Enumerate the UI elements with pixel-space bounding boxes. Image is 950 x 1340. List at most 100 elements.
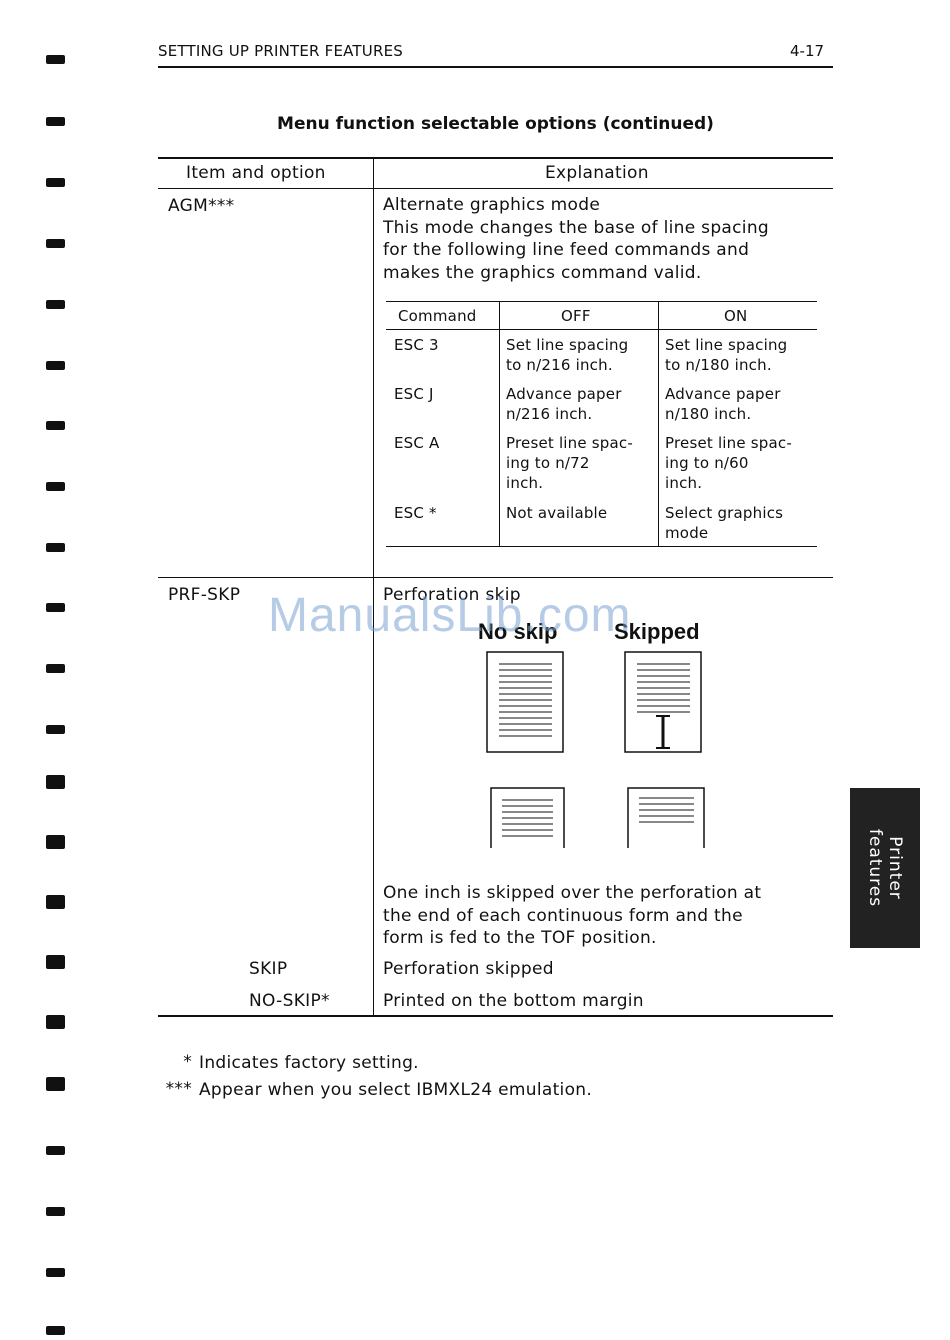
row-divider <box>158 577 833 578</box>
command-cell: ESC 3 <box>394 336 439 354</box>
on-line: Advance paper <box>665 385 781 403</box>
footnote-marker: *** <box>165 1079 192 1099</box>
off-line: inch. <box>506 474 544 492</box>
prf-description: One inch is skipped over the perforation… <box>383 882 761 950</box>
table-title: Menu function selectable options (contin… <box>277 114 714 134</box>
running-header-title: SETTING UP PRINTER FEATURES <box>158 42 403 60</box>
form-skipped-upper <box>624 651 702 753</box>
table-header-rule <box>158 188 833 189</box>
off-line: to n/216 inch. <box>506 356 613 374</box>
prf-description-line: One inch is skipped over the perforation… <box>383 883 762 903</box>
binder-mark <box>46 955 65 969</box>
agm-line: This mode changes the base of line spaci… <box>383 217 769 238</box>
form-skipped-lower <box>627 787 705 848</box>
prf-description-line: the end of each continuous form and the <box>383 905 743 926</box>
form-no-skip-lower <box>490 787 565 848</box>
subtable-header-command: Command <box>398 307 477 325</box>
footnote-marker: * <box>183 1052 192 1072</box>
on-line: Set line spacing <box>665 336 788 354</box>
subtable-header-rule <box>386 329 817 330</box>
off-line: Preset line spac- <box>506 434 633 452</box>
off-cell: Preset line spac- ing to n/72 inch. <box>506 433 633 493</box>
binder-mark <box>46 1326 65 1335</box>
item-prf-skp: PRF-SKP <box>168 585 241 605</box>
command-cell: ESC A <box>394 434 440 452</box>
on-line: to n/180 inch. <box>665 356 772 374</box>
on-cell: Set line spacing to n/180 inch. <box>665 335 787 375</box>
footnote-text: Indicates factory setting. <box>199 1053 419 1073</box>
subtable-header-on: ON <box>724 307 748 325</box>
binder-mark <box>46 1077 65 1091</box>
binder-mark <box>46 55 65 64</box>
off-line: Set line spacing <box>506 336 629 354</box>
off-line: Advance paper <box>506 385 622 403</box>
off-line: n/216 inch. <box>506 405 593 423</box>
form-no-skip-upper <box>486 651 564 753</box>
off-line: Not available <box>506 504 608 522</box>
binder-mark <box>46 895 65 909</box>
subtable-divider <box>658 301 659 546</box>
on-line: Select graphics <box>665 504 784 522</box>
column-header-item: Item and option <box>186 163 326 183</box>
item-agm: AGM*** <box>168 196 235 216</box>
command-cell: ESC J <box>394 385 434 403</box>
subtable-bottom-rule <box>386 546 817 547</box>
on-line: Preset line spac- <box>665 434 792 452</box>
watermark: ManualsLib.com <box>268 589 632 642</box>
header-rule <box>158 66 833 68</box>
binder-mark <box>46 421 65 430</box>
binder-mark <box>46 725 65 734</box>
option-skip-label: SKIP <box>249 959 288 979</box>
off-cell: Set line spacing to n/216 inch. <box>506 335 628 375</box>
prf-description-line: form is fed to the TOF position. <box>383 928 657 948</box>
on-line: ing to n/60 <box>665 454 749 472</box>
binder-mark <box>46 1015 65 1029</box>
binder-mark <box>46 775 65 789</box>
section-tab-label: Printer features <box>865 829 905 907</box>
on-cell: Advance paper n/180 inch. <box>665 384 781 424</box>
binder-mark <box>46 300 65 309</box>
table-bottom-rule <box>158 1015 833 1017</box>
binder-mark <box>46 603 65 612</box>
binder-mark <box>46 239 65 248</box>
subtable-divider <box>499 301 500 546</box>
agm-line: makes the graphics command valid. <box>383 262 702 283</box>
binder-mark <box>46 482 65 491</box>
column-header-explanation: Explanation <box>545 163 649 183</box>
off-cell: Not available <box>506 503 607 523</box>
binder-mark <box>46 543 65 552</box>
off-line: ing to n/72 <box>506 454 590 472</box>
diagram-label-skipped: Skipped <box>614 619 700 644</box>
column-divider <box>373 157 374 1017</box>
footnote-text: Appear when you select IBMXL24 emulation… <box>199 1080 593 1100</box>
agm-line: Alternate graphics mode <box>383 195 601 215</box>
binder-mark <box>46 835 65 849</box>
section-thumb-tab: Printer features <box>850 788 920 948</box>
option-no-skip-text: Printed on the bottom margin <box>383 991 644 1011</box>
binder-mark <box>46 664 65 673</box>
section-tab-line: features <box>865 828 885 908</box>
binder-mark <box>46 1146 65 1155</box>
agm-explanation: Alternate graphics mode This mode change… <box>383 194 769 284</box>
binder-mark <box>46 178 65 187</box>
diagram-label-no-skip: No skip <box>478 619 558 644</box>
on-line: mode <box>665 524 709 542</box>
binder-mark <box>46 1268 65 1277</box>
on-line: n/180 inch. <box>665 405 752 423</box>
binder-mark <box>46 117 65 126</box>
command-cell: ESC * <box>394 504 437 522</box>
subtable-header-off: OFF <box>561 307 591 325</box>
option-no-skip-label: NO-SKIP* <box>249 991 330 1011</box>
binder-mark <box>46 1207 65 1216</box>
on-cell: Select graphics mode <box>665 503 783 543</box>
off-cell: Advance paper n/216 inch. <box>506 384 622 424</box>
perforation-diagram <box>486 651 705 848</box>
option-skip-text: Perforation skipped <box>383 959 554 979</box>
subtable-top-rule <box>386 301 817 302</box>
section-tab-line: Printer <box>885 836 905 900</box>
prf-title: Perforation skip <box>383 585 521 605</box>
agm-line: for the following line feed commands and <box>383 240 750 260</box>
binder-mark <box>46 361 65 370</box>
on-cell: Preset line spac- ing to n/60 inch. <box>665 433 792 493</box>
on-line: inch. <box>665 474 703 492</box>
